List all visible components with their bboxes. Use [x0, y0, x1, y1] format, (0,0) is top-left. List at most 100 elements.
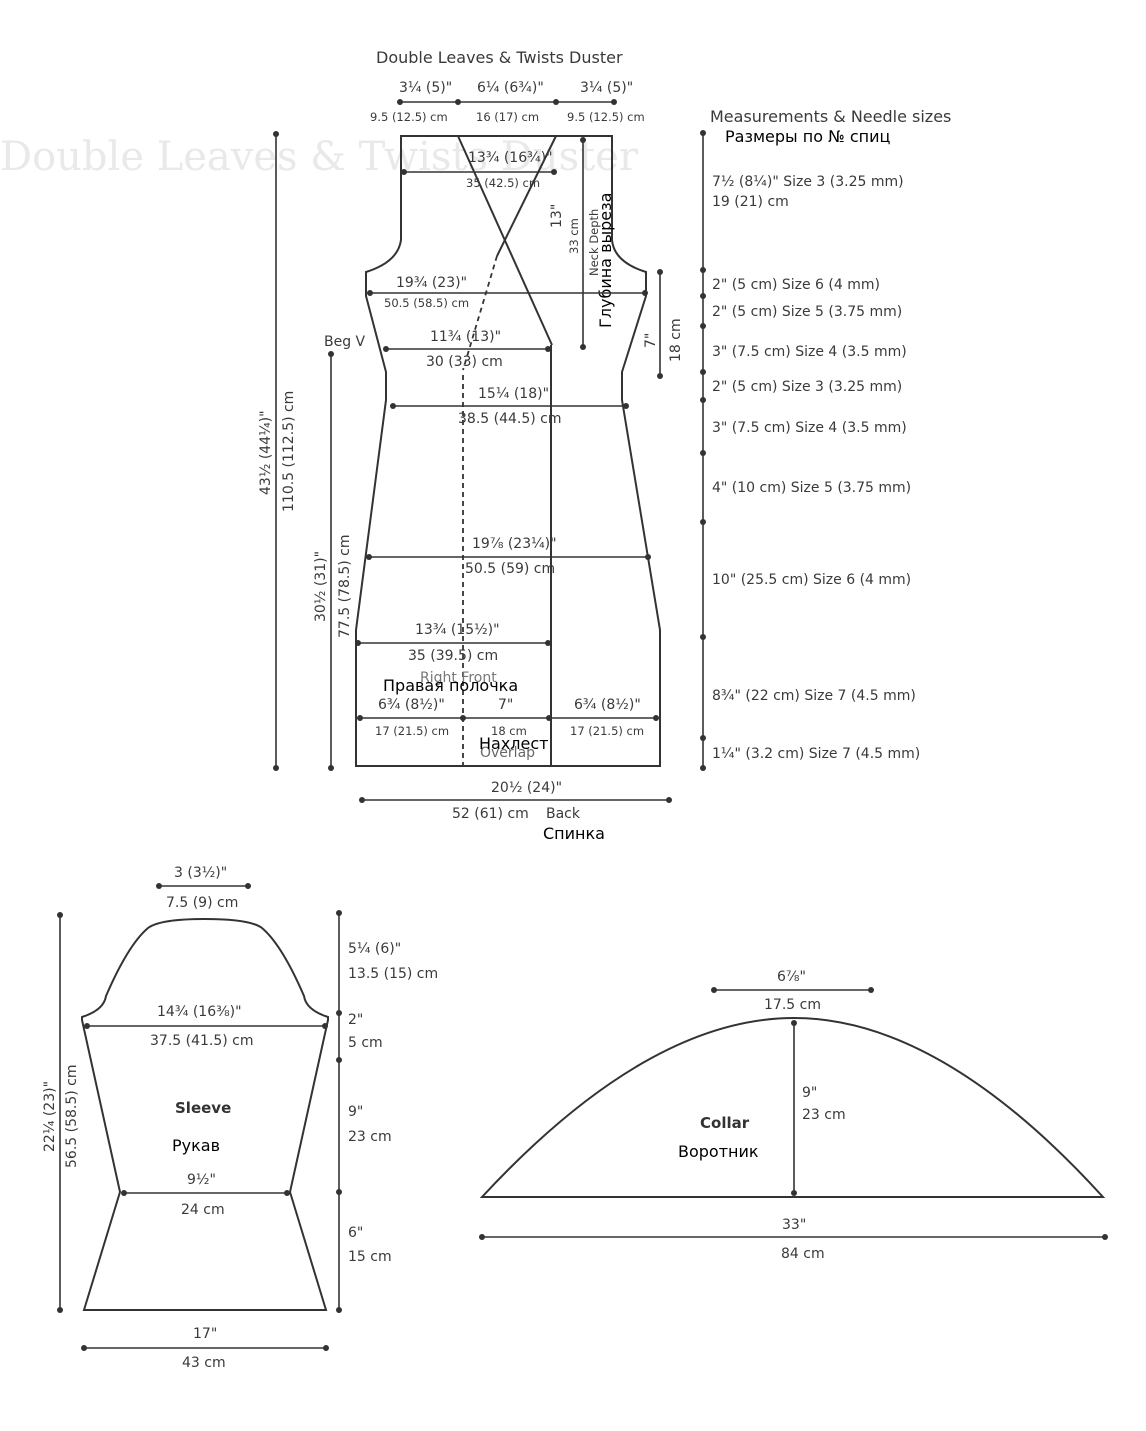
sleeve-mid-cm: 23 cm [348, 1129, 392, 1145]
chest-measure [367, 290, 648, 296]
v-length-cm: 77.5 (78.5) cm [337, 534, 353, 638]
sleeve-length-measure [57, 912, 63, 1313]
measure-row-1: 7½ (8¼)" Size 3 (3.25 mm) [712, 174, 904, 190]
body-outline [355, 135, 661, 767]
collar-base-measure [479, 1234, 1108, 1240]
sleeve-low-in: 6" [348, 1225, 363, 1241]
neck-depth-label-ru: Глубина выреза [596, 193, 615, 328]
sleeve-cuff-cm: 43 cm [182, 1355, 226, 1371]
right-front-label: Right Front [420, 670, 497, 686]
top-right-in: 3¼ (5)" [580, 80, 633, 96]
measure-row-7: 4" (10 cm) Size 5 (3.75 mm) [712, 480, 911, 496]
back-label-ru: Спинка [543, 824, 605, 843]
sleeve-width-measure [84, 1023, 328, 1029]
measure-row-6: 3" (7.5 cm) Size 4 (3.5 mm) [712, 420, 907, 436]
waist-cm: 38.5 (44.5) cm [458, 411, 562, 427]
lower-front-measure [355, 640, 551, 646]
sleeve-segments-measure [336, 910, 342, 1313]
collar-height-cm: 23 cm [802, 1107, 846, 1123]
sleeve-band-cm: 5 cm [348, 1035, 383, 1051]
total-length-measure [273, 131, 279, 771]
sleeve-elbow-measure [121, 1190, 290, 1196]
v-length-in: 30½ (31)" [313, 551, 329, 622]
collar-base-cm: 84 cm [781, 1246, 825, 1262]
armhole-in: 7" [643, 333, 659, 348]
back-label: Back [546, 806, 581, 822]
collar-base-in: 33" [782, 1217, 806, 1233]
sleeve-top-measure [156, 883, 251, 889]
sleeve-band-in: 2" [348, 1012, 363, 1028]
collar-top-in: 6⅞" [777, 969, 806, 985]
overlap-label-ru: Нахлест [479, 734, 549, 753]
sleeve-cuff-in: 17" [193, 1326, 217, 1342]
chest-cm: 50.5 (58.5) cm [384, 296, 469, 310]
collar-top-measure [711, 987, 874, 993]
bottom-in: 20½ (24)" [491, 780, 562, 796]
neck-depth-in: 13" [549, 204, 565, 228]
collar-label-ru: Воротник [678, 1142, 759, 1161]
measures-title: Measurements & Needle sizes [710, 107, 951, 126]
neck-depth-measure [580, 137, 586, 350]
shoulder-in: 13¾ (16¾)" [468, 150, 553, 166]
measure-row-3: 2" (5 cm) Size 5 (3.75 mm) [712, 304, 902, 320]
sleeve-cuff-measure [81, 1345, 329, 1351]
needle-scale-ticks [700, 130, 706, 771]
waist-measure [390, 403, 629, 409]
top-left-in: 3¼ (5)" [399, 80, 452, 96]
collar-height-in: 9" [802, 1085, 817, 1101]
sleeve-length-in: 22¼ (23)" [42, 1081, 58, 1152]
front-cm: 30 (33) cm [426, 354, 503, 370]
front-measure [383, 346, 551, 352]
lower-front-cm: 35 (39.5) cm [408, 648, 498, 664]
sleeve-top-in: 3 (3½)" [174, 865, 227, 881]
measure-row-4: 3" (7.5 cm) Size 4 (3.5 mm) [712, 344, 907, 360]
hem-segments-measure [357, 715, 659, 721]
seg-left-in: 6¾ (8½)" [378, 697, 445, 713]
measure-row-5: 2" (5 cm) Size 3 (3.25 mm) [712, 379, 902, 395]
seg-mid-cm: 18 cm [491, 724, 527, 738]
sleeve-label: Sleeve [175, 1099, 231, 1117]
top-mid-cm: 16 (17) cm [476, 110, 539, 124]
neckline-dashed [462, 255, 498, 371]
overlap-label: Overlap [480, 745, 535, 761]
v-length-measure [328, 351, 334, 771]
sleeve-elbow-in: 9½" [187, 1172, 216, 1188]
lower-front-in: 13¾ (15½)" [415, 622, 500, 638]
hip-in: 19⅞ (23¼)" [472, 536, 557, 552]
seg-left-cm: 17 (21.5) cm [375, 724, 449, 738]
measure-row-9: 8¾" (22 cm) Size 7 (4.5 mm) [712, 688, 916, 704]
measure-row-1-cm: 19 (21) cm [712, 194, 789, 210]
bottom-cm: 52 (61) cm [452, 806, 529, 822]
diagram-title: Double Leaves & Twists Duster [376, 48, 623, 67]
front-in: 11¾ (13)" [430, 329, 501, 345]
sleeve-label-ru: Рукав [172, 1136, 220, 1155]
hip-cm: 50.5 (59) cm [465, 561, 555, 577]
top-mid-in: 6¼ (6¾)" [477, 80, 544, 96]
top-width-bar [397, 99, 617, 105]
top-right-cm: 9.5 (12.5) cm [567, 110, 645, 124]
measure-row-10: 1¼" (3.2 cm) Size 7 (4.5 mm) [712, 746, 920, 762]
right-front-label-ru: Правая полочка [383, 676, 518, 695]
collar-outline [479, 1016, 1106, 1198]
sleeve-width-cm: 37.5 (41.5) cm [150, 1033, 254, 1049]
neckline-right [496, 135, 557, 257]
sleeve-width-in: 14¾ (16⅜)" [157, 1004, 242, 1020]
seg-right-in: 6¾ (8½)" [574, 697, 641, 713]
collar-height-measure [791, 1020, 797, 1196]
sleeve-outline [81, 917, 329, 1311]
neck-depth-label: Neck Depth [587, 209, 601, 276]
measures-title-ru: Размеры по № спиц [725, 127, 890, 146]
beg-v-label: Beg V [324, 334, 366, 350]
seg-right-cm: 17 (21.5) cm [570, 724, 644, 738]
sleeve-elbow-cm: 24 cm [181, 1202, 225, 1218]
seg-mid-in: 7" [498, 697, 513, 713]
sleeve-low-cm: 15 cm [348, 1249, 392, 1265]
shoulder-measure [401, 169, 557, 175]
top-left-cm: 9.5 (12.5) cm [370, 110, 448, 124]
armhole-cm: 18 cm [668, 318, 684, 362]
measure-row-8: 10" (25.5 cm) Size 6 (4 mm) [712, 572, 911, 588]
shoulder-cm: 35 (42.5) cm [466, 176, 540, 190]
total-length-cm: 110.5 (112.5) cm [281, 391, 297, 512]
bottom-measure [359, 797, 672, 803]
